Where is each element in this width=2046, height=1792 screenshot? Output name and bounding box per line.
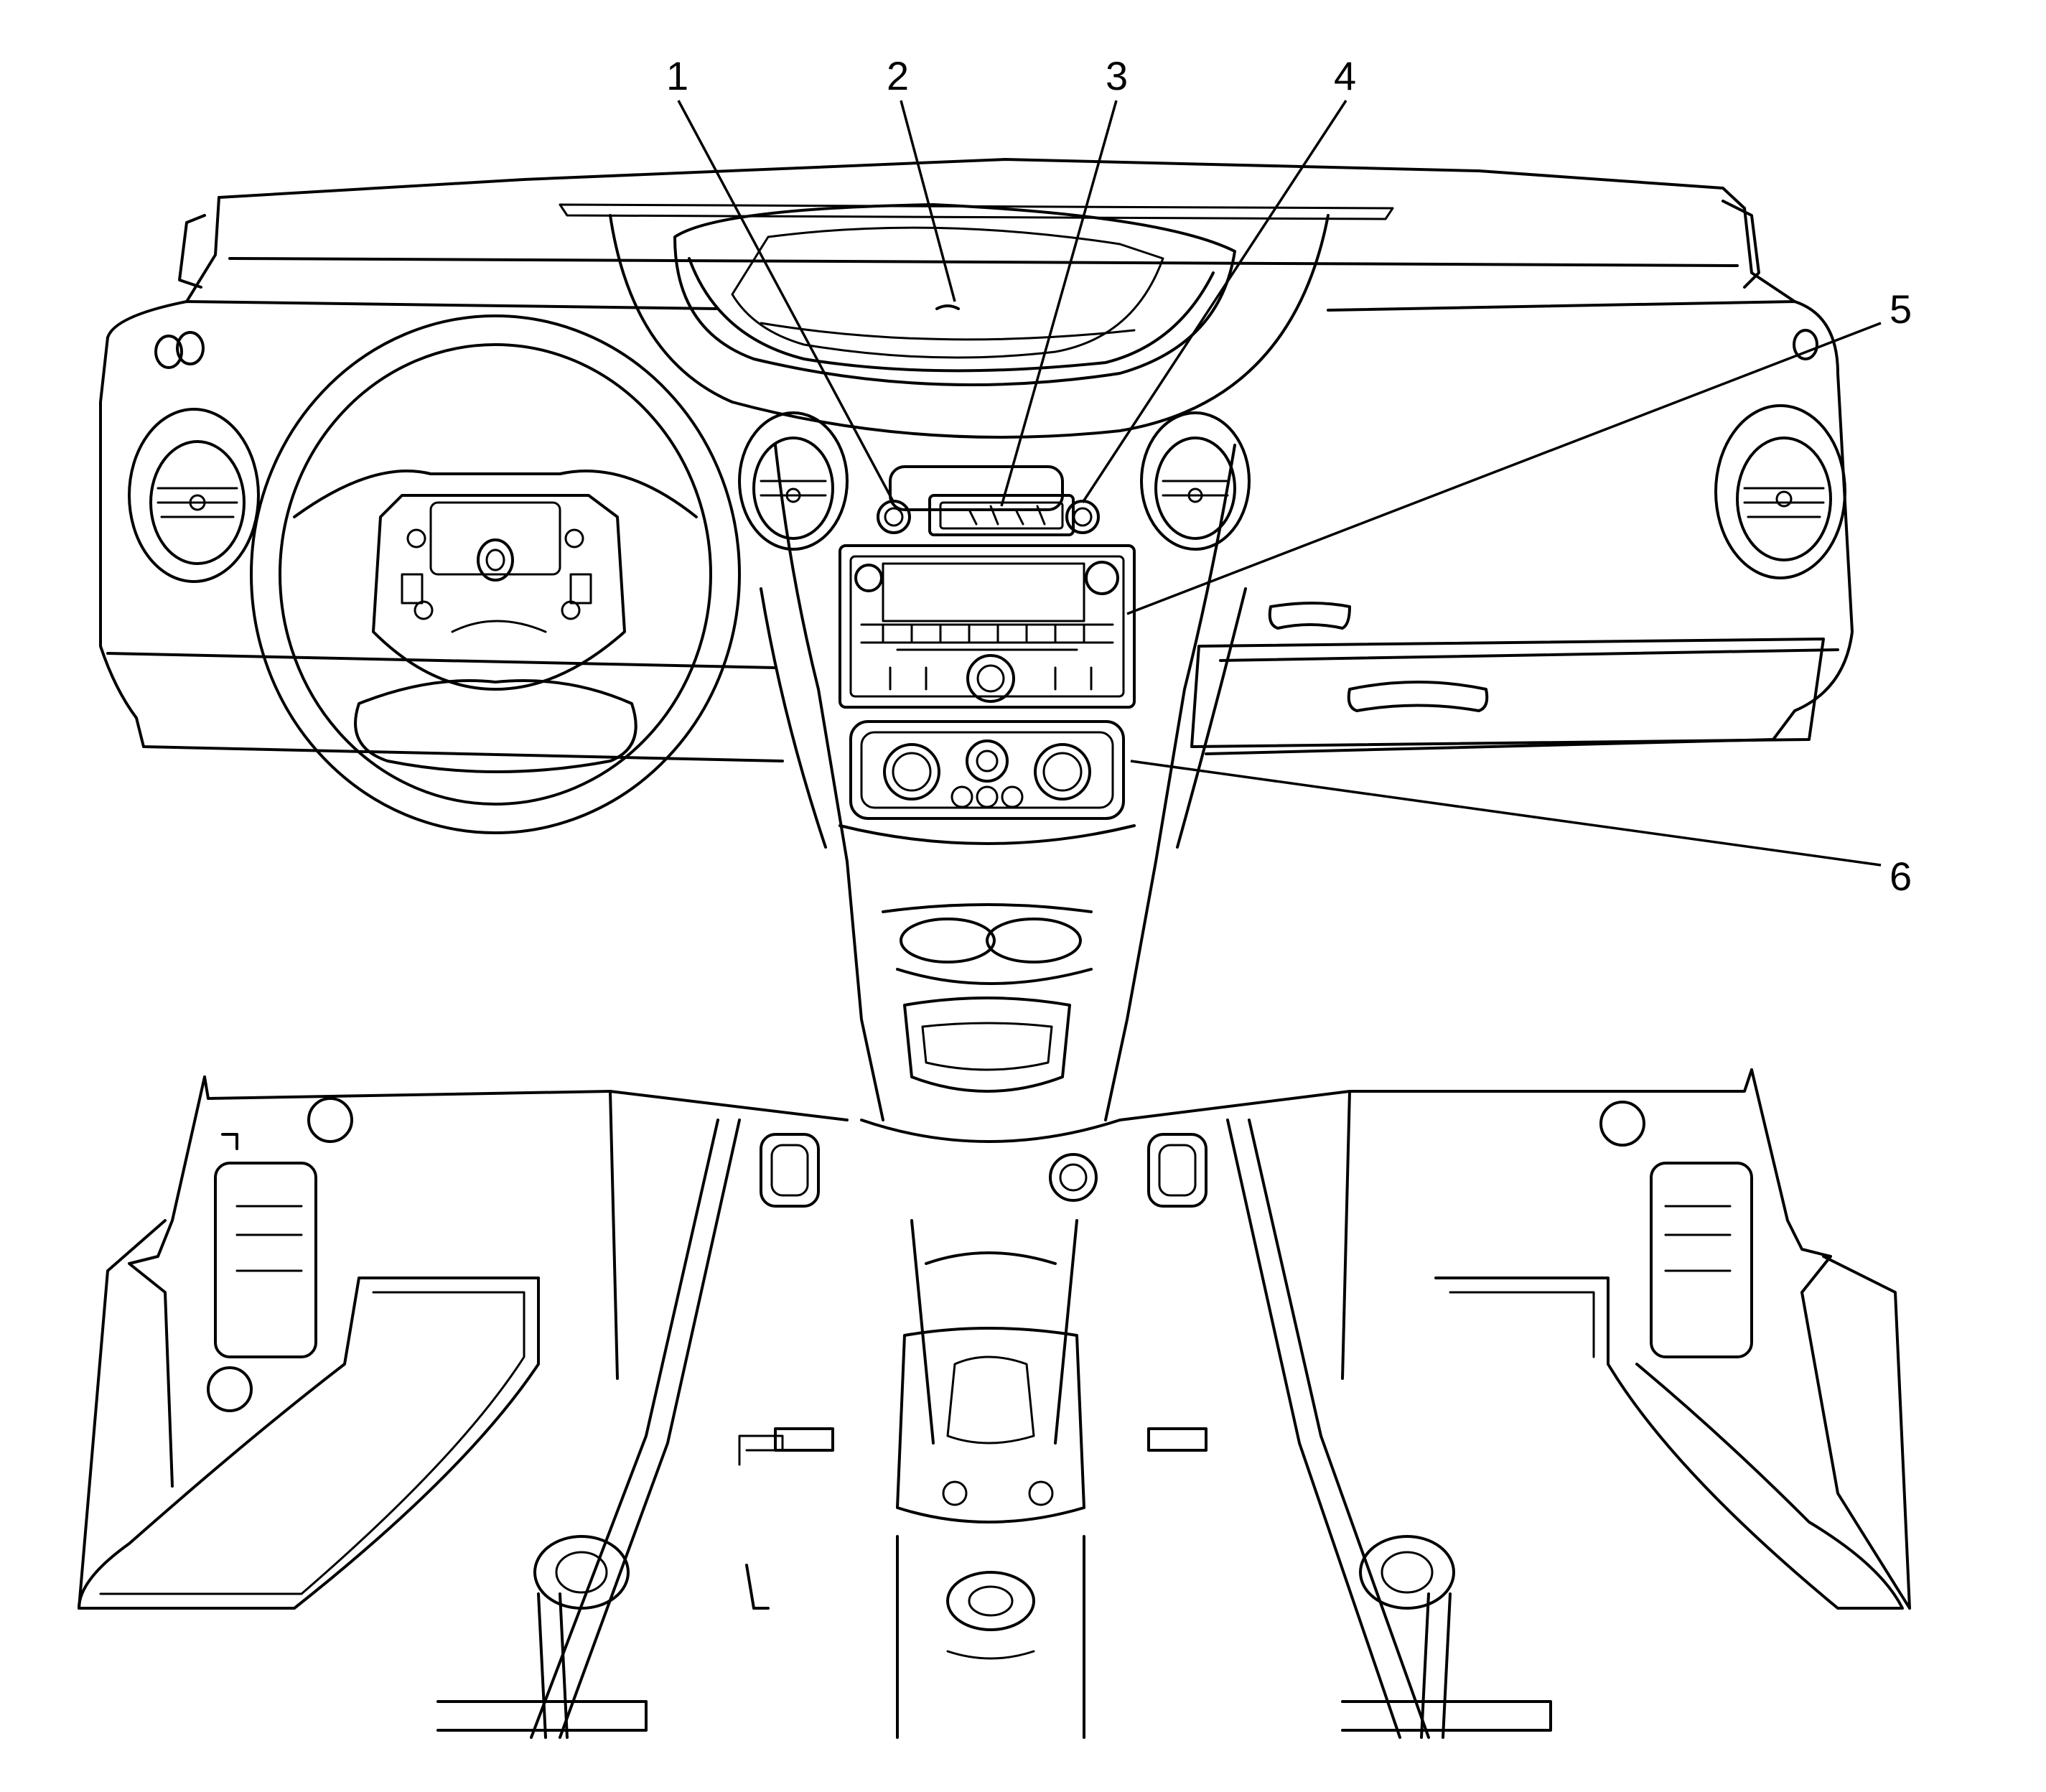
leader-line-1 bbox=[677, 100, 895, 503]
steering-wheel bbox=[250, 314, 741, 834]
leader-line-6 bbox=[1130, 760, 1882, 867]
air-vent-right-outer bbox=[1714, 404, 1846, 579]
leader-line-2 bbox=[900, 100, 956, 302]
air-vent-left-outer bbox=[128, 408, 260, 583]
glove-box bbox=[1190, 602, 1825, 748]
air-vents bbox=[128, 404, 1846, 583]
center-console bbox=[860, 903, 1121, 1739]
air-vent-center-right bbox=[1140, 411, 1251, 551]
instrument-cluster bbox=[559, 203, 1394, 439]
leader-line-4 bbox=[1081, 100, 1347, 503]
callout-2: 2 bbox=[887, 53, 909, 98]
callout-labels: 1 2 3 4 5 6 bbox=[666, 53, 1912, 899]
leader-lines bbox=[677, 100, 1882, 867]
leader-line-3 bbox=[1000, 100, 1118, 507]
callout-3: 3 bbox=[1106, 53, 1128, 98]
radio-unit bbox=[839, 544, 1136, 709]
instrument-panel bbox=[99, 158, 1854, 762]
floor-pan bbox=[78, 1068, 1911, 1739]
leader-line-5 bbox=[1126, 322, 1882, 615]
callout-5: 5 bbox=[1889, 286, 1912, 332]
center-stack bbox=[760, 444, 1247, 1121]
callout-6: 6 bbox=[1889, 854, 1912, 899]
callout-1: 1 bbox=[666, 53, 688, 98]
climate-control-panel bbox=[849, 720, 1125, 820]
air-vent-center-left bbox=[738, 411, 849, 551]
button-callout-4 bbox=[1065, 500, 1100, 534]
callout-4: 4 bbox=[1334, 53, 1356, 98]
